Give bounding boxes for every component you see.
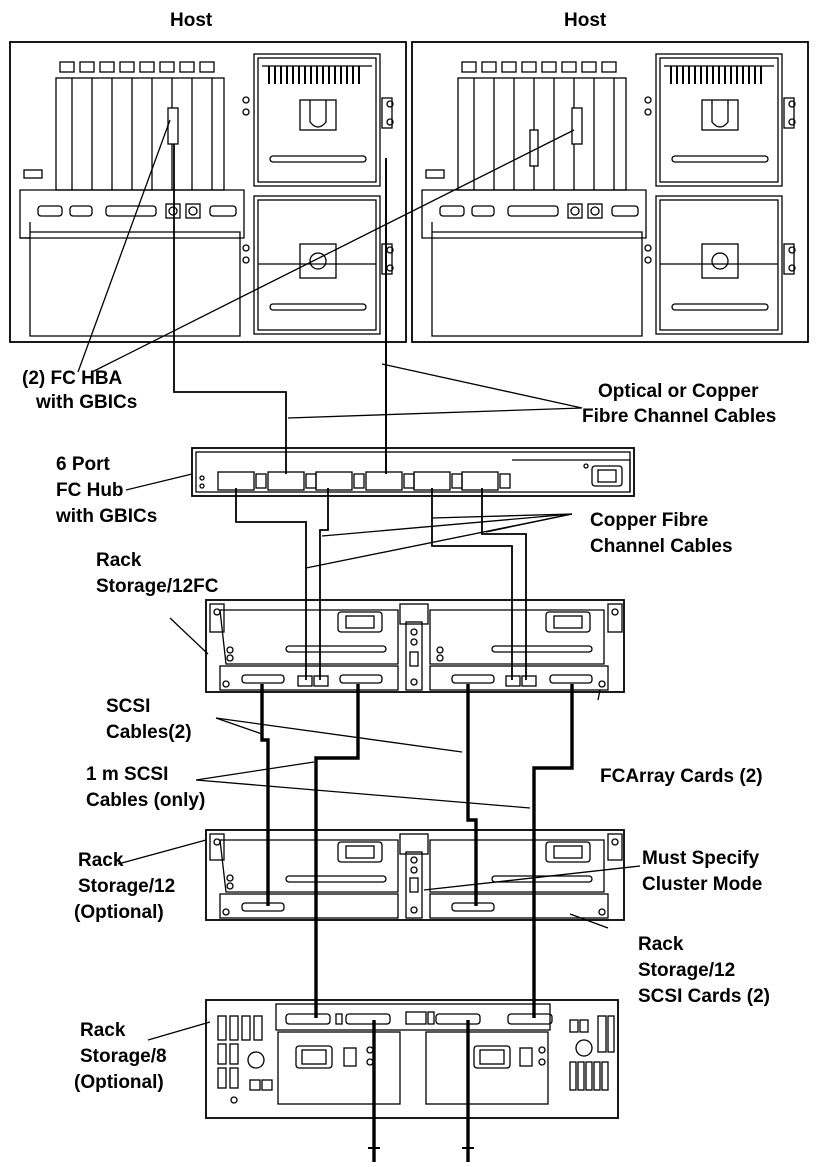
rs12-label-line2: Storage/12 [78, 876, 175, 897]
fc-hub [192, 448, 634, 496]
rs12-scsi-label-line3: SCSI Cards (2) [638, 986, 770, 1007]
hub-label-line1: 6 Port [56, 454, 111, 475]
fc-hba-label-line1: (2) FC HBA [22, 368, 123, 389]
onem-cables-label-line2: Cables (only) [86, 790, 205, 811]
rs8-label-line2: Storage/8 [80, 1046, 167, 1067]
optical-cables-label-line1: Optical or Copper [598, 381, 759, 402]
rack-storage-8 [206, 1000, 618, 1118]
fcarray-cards-label: FCArray Cards (2) [600, 766, 763, 787]
rs12-label-line3: (Optional) [74, 902, 164, 923]
labels: Host Host (2) FC HBA with GBICs Optical … [22, 10, 776, 1093]
rs8-label-line3: (Optional) [74, 1072, 164, 1093]
copper-cables-label-line2: Channel Cables [590, 536, 733, 557]
host-left-label: Host [170, 10, 213, 31]
onem-cables-label-line1: 1 m SCSI [86, 764, 168, 785]
must-specify-label-line1: Must Specify [642, 848, 760, 869]
fc-hba-label-line2: with GBICs [35, 392, 137, 413]
hub-label-line2: FC Hub [56, 480, 124, 501]
scsi-cables-label-line1: SCSI [106, 696, 150, 717]
hub-label-line3: with GBICs [55, 506, 157, 527]
rs12-label-line1: Rack [78, 850, 124, 871]
host-right-server [412, 42, 808, 342]
rs12-scsi-label-line2: Storage/12 [638, 960, 735, 981]
scsi-cables [262, 684, 572, 1162]
rs12-scsi-label-line1: Rack [638, 934, 684, 955]
rs8-label-line1: Rack [80, 1020, 126, 1041]
rs12fc-label-line1: Rack [96, 550, 142, 571]
rs12fc-label-line2: Storage/12FC [96, 576, 219, 597]
optical-cables-label-line2: Fibre Channel Cables [582, 406, 776, 427]
host-left-server [10, 42, 406, 342]
must-specify-label-line2: Cluster Mode [642, 874, 762, 895]
scsi-cables-label-line2: Cables(2) [106, 722, 192, 743]
host-right-label: Host [564, 10, 607, 31]
copper-cables-label-line1: Copper Fibre [590, 510, 708, 531]
rack-storage-12fc [206, 600, 624, 692]
